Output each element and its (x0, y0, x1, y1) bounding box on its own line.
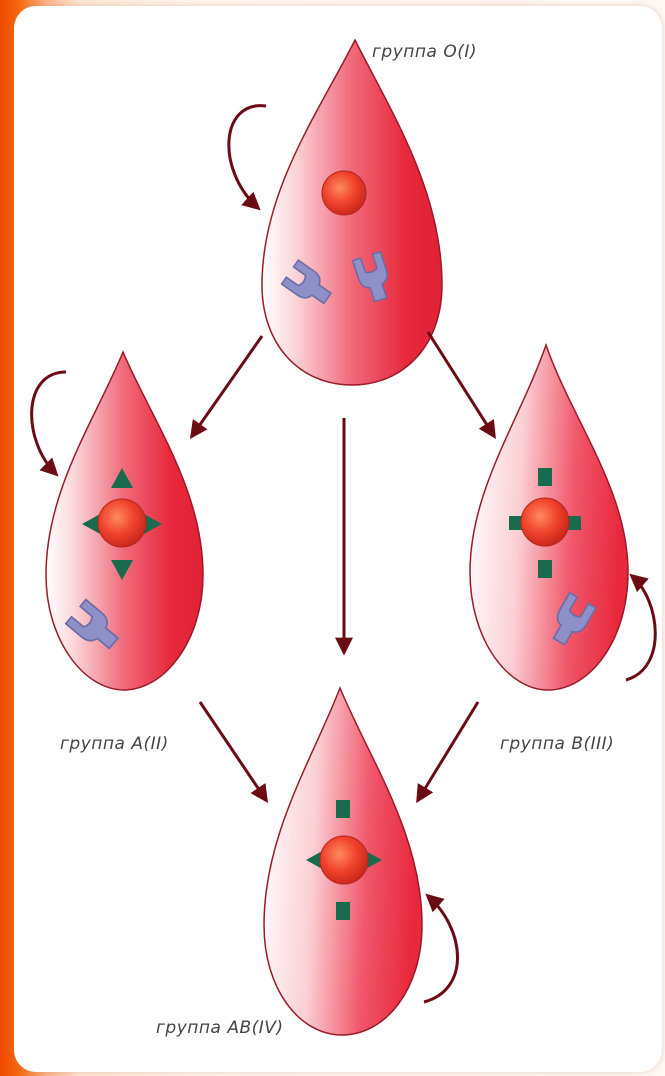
arrow-o-to-b (428, 332, 494, 436)
red-cell-a (98, 499, 146, 547)
drop-group-b (470, 345, 628, 690)
arrow-a-to-ab (200, 702, 266, 800)
arrow-o-to-a (192, 336, 262, 436)
label-group-ab: группа AB(IV) (156, 1018, 284, 1038)
self-arrow-o (229, 106, 266, 208)
self-arrow-a (32, 372, 66, 474)
red-cell-o (322, 171, 366, 215)
drop-group-ab (264, 688, 422, 1035)
self-arrow-ab (424, 896, 458, 1002)
drop-group-o (262, 40, 442, 385)
red-cell-b (521, 498, 569, 546)
self-arrow-b (626, 576, 655, 680)
drop-group-a (46, 352, 203, 690)
label-group-a: группа A(II) (60, 734, 169, 754)
label-group-o: группа O(I) (372, 42, 477, 62)
arrow-b-to-ab (418, 702, 478, 800)
label-group-b: группа B(III) (500, 734, 614, 754)
red-cell-ab (320, 836, 368, 884)
